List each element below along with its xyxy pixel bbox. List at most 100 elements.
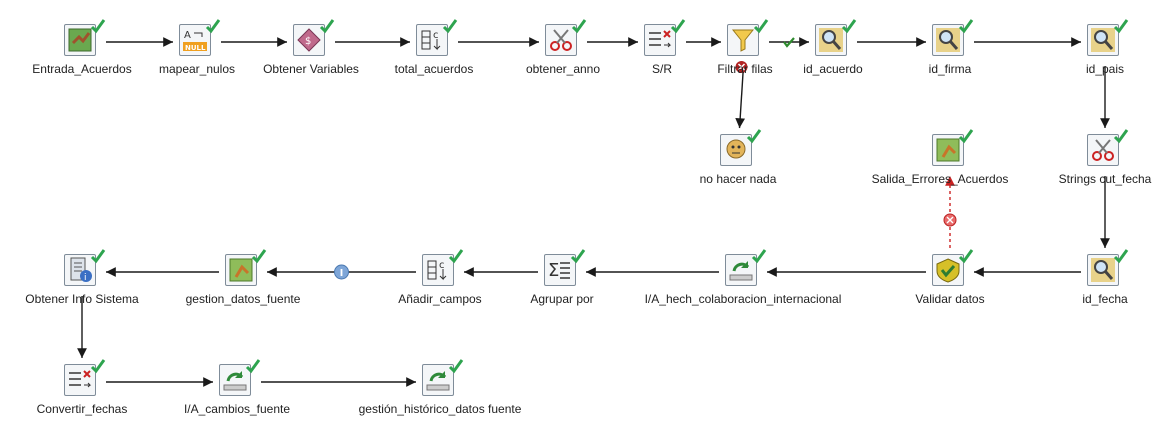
step-salida[interactable]: Salida_Errores_Acuerdos — [872, 128, 1008, 186]
error-hop-cross — [946, 216, 954, 224]
step-label: Entrada_Acuerdos — [32, 62, 132, 76]
check-icon — [958, 128, 974, 144]
step-label: I/A_cambios_fuente — [183, 402, 291, 416]
check-icon — [205, 18, 221, 34]
false-condition-cross — [737, 63, 746, 71]
step-convertir[interactable]: Convertir_fechas — [37, 358, 127, 416]
check-icon — [1113, 18, 1129, 34]
step-label: id_fecha — [1082, 292, 1128, 306]
step-label: gestion_datos_fuente — [185, 292, 301, 306]
if-null-icon: A NULL — [179, 24, 211, 56]
step-label: id_acuerdo — [803, 62, 863, 76]
strings-cut-icon — [1087, 134, 1119, 166]
check-icon — [841, 18, 857, 34]
step-label: mapear_nulos — [158, 62, 236, 76]
system-info-icon: i — [64, 254, 96, 286]
svg-text:$: $ — [305, 36, 311, 47]
replace-string-icon — [644, 24, 676, 56]
step-cambios[interactable]: I/A_cambios_fuente — [184, 358, 290, 416]
step-filtrar[interactable]: Filtrar filas — [717, 18, 773, 76]
step-label: total_acuerdos — [394, 62, 474, 76]
lookup-icon — [932, 24, 964, 56]
step-acuerdo[interactable]: id_acuerdo — [803, 18, 863, 76]
step-label: gestión_histórico_datos fuente — [358, 402, 522, 416]
step-label: Añadir_campos — [398, 292, 482, 306]
lookup-icon — [1087, 254, 1119, 286]
step-label: Filtrar filas — [717, 62, 773, 76]
check-icon — [1113, 248, 1129, 264]
step-label: Validar datos — [915, 292, 985, 306]
step-nada[interactable]: no hacer nada — [700, 128, 776, 186]
check-icon — [90, 248, 106, 264]
step-total[interactable]: c total_acuerdos — [395, 18, 473, 76]
check-icon — [958, 18, 974, 34]
svg-text:NULL: NULL — [185, 44, 206, 52]
check-icon — [251, 248, 267, 264]
check-icon — [90, 358, 106, 374]
step-label: Strings cut_fecha — [1058, 172, 1152, 186]
group-by-icon: Σ — [544, 254, 576, 286]
add-constants-icon: c — [422, 254, 454, 286]
step-firma[interactable]: id_firma — [928, 18, 974, 76]
step-historico[interactable]: gestión_histórico_datos fuente — [359, 358, 521, 416]
svg-text:A: A — [184, 30, 191, 41]
step-sr[interactable]: S/R — [640, 18, 686, 76]
check-icon — [319, 18, 335, 34]
validator-icon — [932, 254, 964, 286]
replace-string-icon — [64, 364, 96, 396]
step-label: obtener_anno — [525, 62, 601, 76]
step-pais[interactable]: id_pais — [1083, 18, 1129, 76]
step-validar[interactable]: Validar datos — [915, 248, 985, 306]
step-label: Obtener Info Sistema — [25, 292, 139, 306]
svg-text:c: c — [439, 260, 445, 271]
step-label: id_pais — [1085, 62, 1125, 76]
step-anno[interactable]: obtener_anno — [526, 18, 600, 76]
step-strings[interactable]: Strings cut_fecha — [1059, 128, 1151, 186]
check-icon — [245, 358, 261, 374]
step-label: no hacer nada — [699, 172, 777, 186]
table-output-icon — [932, 134, 964, 166]
step-gestion[interactable]: gestion_datos_fuente — [186, 248, 300, 306]
step-label: S/R — [651, 62, 673, 76]
step-hech[interactable]: I/A_hech_colaboracion_internacional — [645, 249, 841, 306]
svg-text:i: i — [84, 273, 87, 283]
check-icon — [442, 18, 458, 34]
check-icon — [670, 18, 686, 34]
strings-cut-icon — [545, 24, 577, 56]
step-label: Obtener Variables — [263, 62, 359, 76]
true-condition-icon — [783, 37, 795, 48]
check-icon — [448, 248, 464, 264]
table-input-icon — [64, 24, 96, 56]
step-mapear[interactable]: A NULL mapear_nulos — [159, 18, 235, 76]
get-variables-icon: $ — [293, 24, 325, 56]
step-label: id_firma — [928, 62, 972, 76]
step-entrada[interactable]: Entrada_Acuerdos — [32, 19, 132, 76]
insert-update-icon — [725, 254, 757, 286]
step-variables[interactable]: $ Obtener Variables — [263, 18, 359, 76]
check-icon — [571, 18, 587, 34]
lookup-icon — [815, 24, 847, 56]
check-icon — [746, 128, 762, 144]
hop-filtrar-nada[interactable] — [735, 65, 746, 129]
insert-update-icon — [422, 364, 454, 396]
step-label: Salida_Errores_Acuerdos — [871, 172, 1009, 186]
table-output-icon — [225, 254, 257, 286]
step-label: I/A_hech_colaboracion_internacional — [644, 292, 842, 306]
add-constants-icon: c — [416, 24, 448, 56]
check-icon — [958, 248, 974, 264]
check-icon — [753, 18, 769, 34]
check-icon — [448, 358, 464, 374]
step-label: Convertir_fechas — [36, 402, 128, 416]
dummy-icon — [720, 134, 752, 166]
insert-update-icon — [219, 364, 251, 396]
check-icon — [570, 248, 586, 264]
svg-text:Σ: Σ — [548, 260, 559, 281]
step-fecha[interactable]: id_fecha — [1082, 248, 1129, 306]
svg-text:c: c — [433, 30, 439, 41]
check-icon — [1113, 128, 1129, 144]
